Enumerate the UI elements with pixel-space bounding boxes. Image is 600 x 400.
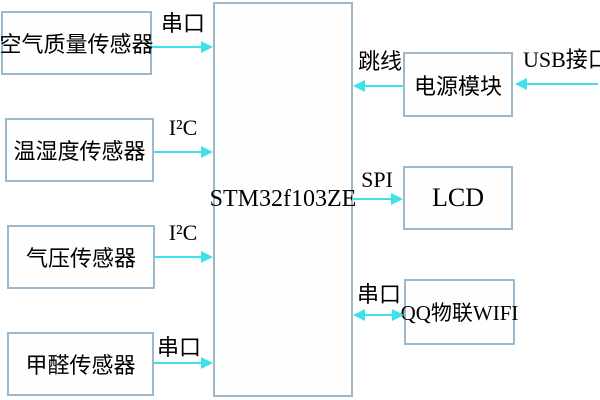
box-air-quality-sensor: 空气质量传感器 (0, 11, 154, 75)
box-pressure-sensor: 气压传感器 (7, 225, 155, 289)
arrow-line (152, 46, 203, 48)
arrow-air-quality-to-mcu (152, 41, 213, 53)
bus-label-jumper-power: 跳线 (357, 49, 402, 74)
bus-label-i2c-temp-humidity: I²C (168, 115, 198, 140)
bus-label-serial-air-quality: 串口 (160, 11, 205, 36)
arrowhead-left-icon (515, 78, 527, 90)
bus-label-i2c-pressure: I²C (168, 220, 198, 245)
usb-interface-label: USB接口 (523, 47, 600, 72)
arrowhead-left-icon (353, 80, 365, 92)
arrow-formaldehyde-to-mcu (154, 357, 213, 369)
power-module-label: 电源模块 (413, 73, 502, 99)
box-mcu: STM32f103ZE (210, 2, 356, 397)
arrow-pressure-to-mcu (155, 251, 213, 263)
arrowhead-right-icon (201, 251, 213, 263)
arrowhead-right-icon (201, 146, 213, 158)
arrow-line (154, 362, 203, 364)
mcu-label: STM32f103ZE (209, 186, 357, 212)
qq-wifi-label: QQ物联WIFI (400, 301, 519, 325)
formaldehyde-sensor-label: 甲醛传感器 (25, 353, 136, 378)
temp-humidity-sensor-label: 温湿度传感器 (13, 139, 146, 164)
arrow-power-to-mcu (353, 80, 403, 92)
box-temp-humidity-sensor: 温湿度传感器 (5, 118, 154, 182)
box-power-module: 电源模块 (403, 52, 513, 117)
arrowhead-right-icon (201, 41, 213, 53)
air-quality-sensor-label: 空气质量传感器 (0, 32, 154, 57)
bus-label-serial-formaldehyde: 串口 (156, 335, 201, 360)
arrow-mcu-to-wifi-bidirectional (353, 309, 404, 321)
box-lcd: LCD (403, 166, 513, 230)
box-formaldehyde-sensor: 甲醛传感器 (7, 332, 154, 396)
bus-label-spi-lcd: SPI (361, 167, 393, 192)
arrowhead-right-icon (201, 357, 213, 369)
arrow-line (353, 198, 393, 200)
box-qq-wifi: QQ物联WIFI (401, 279, 518, 345)
arrowhead-right-icon (392, 309, 404, 321)
bus-label-serial-wifi: 串口 (356, 282, 401, 307)
arrow-line (155, 256, 203, 258)
arrow-mcu-to-lcd (353, 193, 403, 205)
arrow-line (525, 83, 598, 85)
arrow-temp-humidity-to-mcu (154, 146, 213, 158)
pressure-sensor-label: 气压传感器 (25, 246, 136, 271)
arrow-line (154, 151, 203, 153)
arrow-usb-to-power (515, 78, 598, 90)
arrowhead-left-icon (353, 309, 365, 321)
arrowhead-right-icon (391, 193, 403, 205)
arrow-line (363, 314, 394, 316)
lcd-label: LCD (432, 183, 484, 212)
arrow-line (363, 85, 403, 87)
